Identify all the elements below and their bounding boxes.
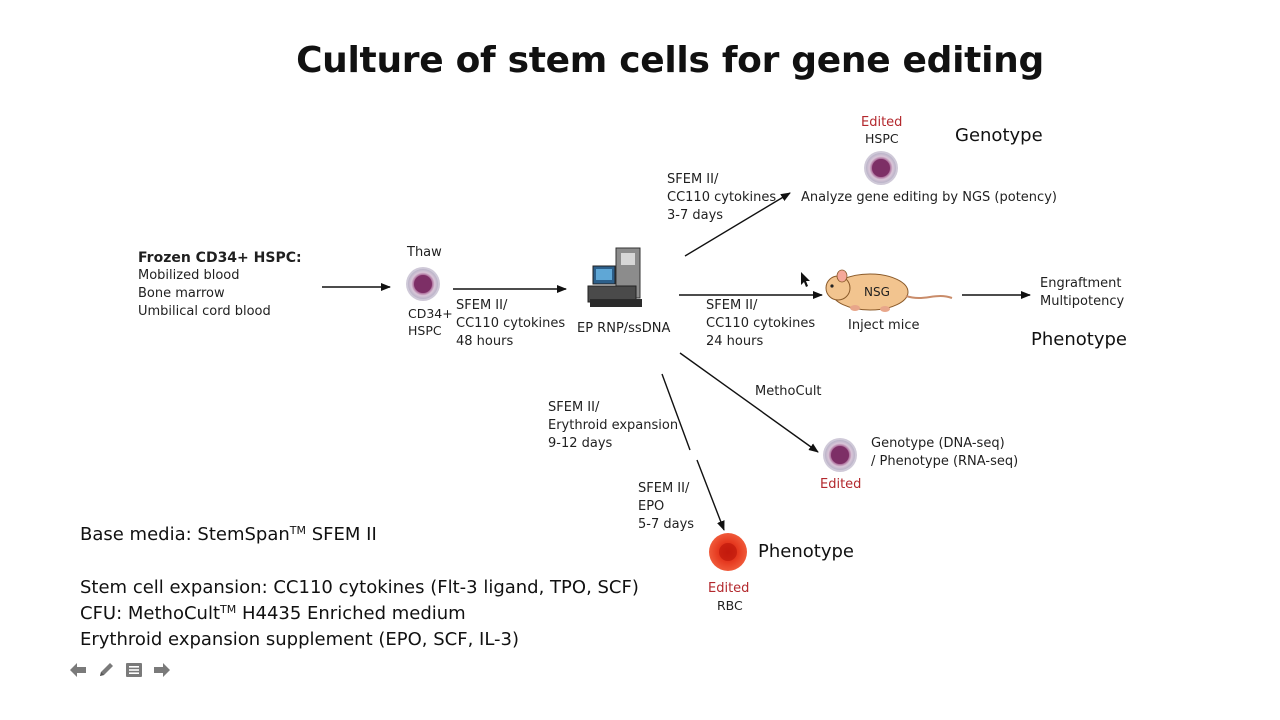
analyze-label: Analyze gene editing by NGS (potency) bbox=[801, 190, 1057, 205]
cfu-note: CFU: MethoCultTM H4435 Enriched medium bbox=[80, 601, 466, 627]
arrow-ep-to-methocult bbox=[679, 352, 819, 453]
thaw-cell-label: CD34+ bbox=[408, 306, 453, 321]
branch-up-line: CC110 cytokines bbox=[667, 190, 777, 205]
erythroid-line: Erythroid expansion bbox=[548, 418, 679, 433]
phenotype-heading: Phenotype bbox=[1031, 329, 1127, 350]
erythroid-supplement-note: Erythroid expansion supplement (EPO, SCF… bbox=[80, 629, 520, 650]
trademark-mark: TM bbox=[220, 603, 237, 616]
rbc-cell-icon bbox=[709, 533, 747, 571]
step1-line: 48 hours bbox=[456, 334, 514, 349]
edited-label: Edited bbox=[861, 115, 903, 130]
epo-line: SFEM II/ bbox=[638, 481, 690, 496]
nsg-mouse-icon bbox=[825, 269, 953, 312]
epo-line: EPO bbox=[638, 499, 665, 514]
epo-line: 5-7 days bbox=[638, 517, 695, 532]
menu-icon[interactable] bbox=[124, 660, 144, 680]
branch-mid-line: SFEM II/ bbox=[706, 298, 758, 313]
rbc-edited-label: Edited bbox=[708, 581, 750, 596]
slide-nav-controls bbox=[68, 660, 172, 680]
methocult-label: MethoCult bbox=[755, 384, 822, 399]
methocult-result: Genotype (DNA-seq) / Phenotype (RNA-seq) bbox=[871, 435, 1018, 471]
erythroid-line: SFEM II/ bbox=[548, 400, 600, 415]
nsg-tag: NSG bbox=[864, 285, 890, 299]
edited-hspc-cell-icon bbox=[864, 151, 898, 185]
methocult-result-line: Genotype (DNA-seq) bbox=[871, 436, 1005, 451]
branch-mid-line: 24 hours bbox=[706, 334, 764, 349]
methocult-cell-icon bbox=[823, 438, 857, 472]
source-item: Umbilical cord blood bbox=[138, 304, 271, 319]
electroporation-device-icon bbox=[587, 247, 642, 307]
branch-up-line: SFEM II/ bbox=[667, 172, 719, 187]
cfu-suffix: H4435 Enriched medium bbox=[236, 603, 466, 624]
arrow-left-icon[interactable] bbox=[68, 660, 88, 680]
inject-mice-label: Inject mice bbox=[848, 318, 920, 333]
thaw-cell-icon bbox=[406, 267, 440, 301]
rbc-label: RBC bbox=[717, 598, 743, 613]
engraft-line: Multipotency bbox=[1040, 294, 1125, 309]
slide-title: Culture of stem cells for gene editing bbox=[296, 40, 1044, 81]
arrow-erythroid-to-rbc bbox=[696, 459, 725, 531]
erythroid-line: 9-12 days bbox=[548, 436, 613, 451]
base-media-suffix: SFEM II bbox=[306, 524, 377, 545]
branch-mid-conditions: SFEM II/ CC110 cytokines 24 hours bbox=[706, 297, 815, 351]
source-block: Frozen CD34+ HSPC: Mobilized blood Bone … bbox=[138, 249, 302, 321]
arrow-ep-to-erythroid bbox=[661, 373, 691, 451]
expansion-note: Stem cell expansion: CC110 cytokines (Fl… bbox=[80, 577, 639, 598]
step1-line: SFEM II/ bbox=[456, 298, 508, 313]
ep-label: EP RNP/ssDNA bbox=[577, 321, 671, 336]
erythroid-conditions: SFEM II/ Erythroid expansion 9-12 days bbox=[548, 399, 678, 453]
engraftment-block: Engraftment Multipotency bbox=[1040, 275, 1124, 311]
source-heading: Frozen CD34+ HSPC: bbox=[138, 250, 302, 266]
source-item: Bone marrow bbox=[138, 286, 225, 301]
mouse-cursor-icon bbox=[801, 272, 810, 287]
step1-line: CC110 cytokines bbox=[456, 316, 566, 331]
cfu-prefix: CFU: MethoCult bbox=[80, 603, 221, 624]
methocult-result-line: / Phenotype (RNA-seq) bbox=[871, 454, 1019, 469]
trademark-mark: TM bbox=[289, 524, 307, 537]
pencil-icon[interactable] bbox=[96, 660, 116, 680]
arrow-right-icon[interactable] bbox=[152, 660, 172, 680]
source-item: Mobilized blood bbox=[138, 268, 240, 283]
base-media-note: Base media: StemSpanTM SFEM II bbox=[80, 522, 377, 548]
branch-up-conditions: SFEM II/ CC110 cytokines 3-7 days bbox=[667, 171, 776, 225]
engraft-line: Engraftment bbox=[1040, 276, 1122, 291]
methocult-edited-label: Edited bbox=[820, 477, 862, 492]
genotype-heading: Genotype bbox=[955, 125, 1043, 146]
hspc-label: HSPC bbox=[865, 131, 899, 146]
branch-mid-line: CC110 cytokines bbox=[706, 316, 816, 331]
rbc-phenotype-heading: Phenotype bbox=[758, 541, 854, 562]
arrow-ep-to-genotype bbox=[684, 192, 791, 257]
thaw-cell-label: HSPC bbox=[408, 323, 442, 338]
base-media-prefix: Base media: StemSpan bbox=[80, 524, 290, 545]
epo-conditions: SFEM II/ EPO 5-7 days bbox=[638, 480, 694, 534]
step1-conditions: SFEM II/ CC110 cytokines 48 hours bbox=[456, 297, 565, 351]
branch-up-line: 3-7 days bbox=[667, 208, 724, 223]
thaw-label: Thaw bbox=[407, 245, 442, 260]
